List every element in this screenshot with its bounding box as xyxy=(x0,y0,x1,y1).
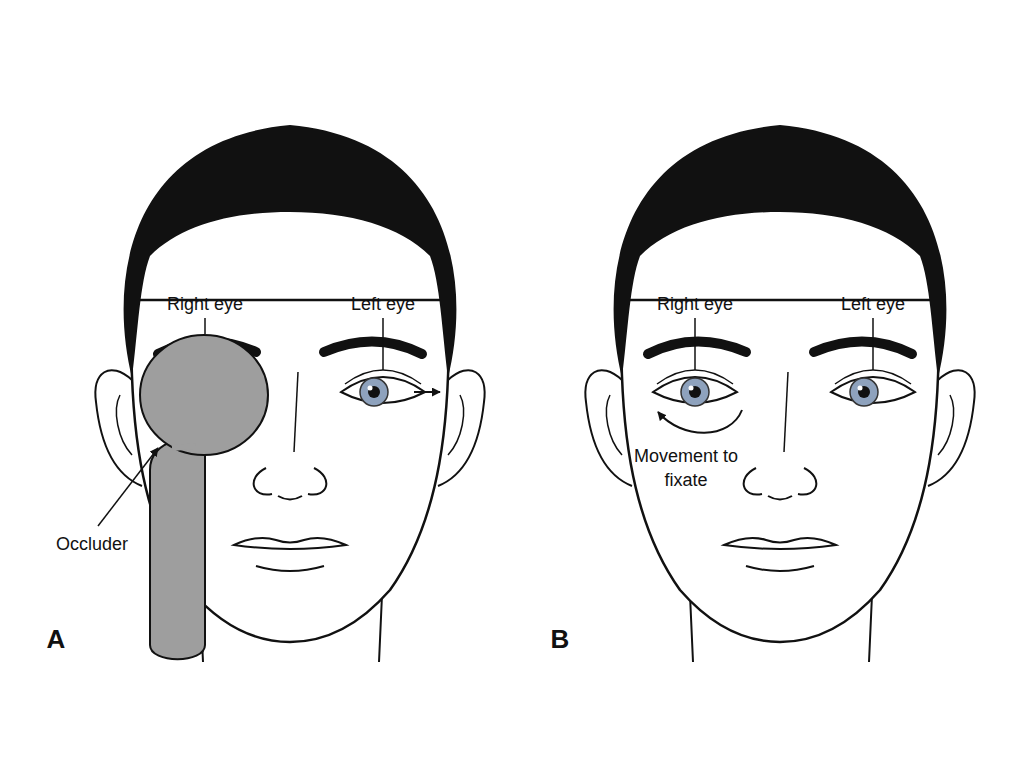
occluder-paddle xyxy=(140,335,268,455)
panel-letter: B xyxy=(535,622,585,657)
fixation-arrow xyxy=(658,410,742,433)
occluder-handle xyxy=(150,440,205,659)
annotation: Movement to fixate xyxy=(630,444,742,493)
occluder-join xyxy=(172,446,196,448)
leader-line xyxy=(382,318,384,370)
part-label: Right eye xyxy=(135,292,275,316)
iris xyxy=(681,378,709,406)
part-label: Occluder xyxy=(32,532,152,556)
eye-movement-arrow xyxy=(414,391,440,393)
head xyxy=(585,125,974,662)
leader-line xyxy=(694,318,696,370)
leader-line xyxy=(872,318,874,370)
head xyxy=(95,125,484,662)
part-label: Left eye xyxy=(313,292,453,316)
leader-line xyxy=(204,318,206,334)
part-label: Left eye xyxy=(803,292,943,316)
leader-arrow xyxy=(98,448,158,526)
iris xyxy=(850,378,878,406)
panel-letter: A xyxy=(31,622,81,657)
iris xyxy=(360,378,388,406)
part-label: Right eye xyxy=(625,292,765,316)
